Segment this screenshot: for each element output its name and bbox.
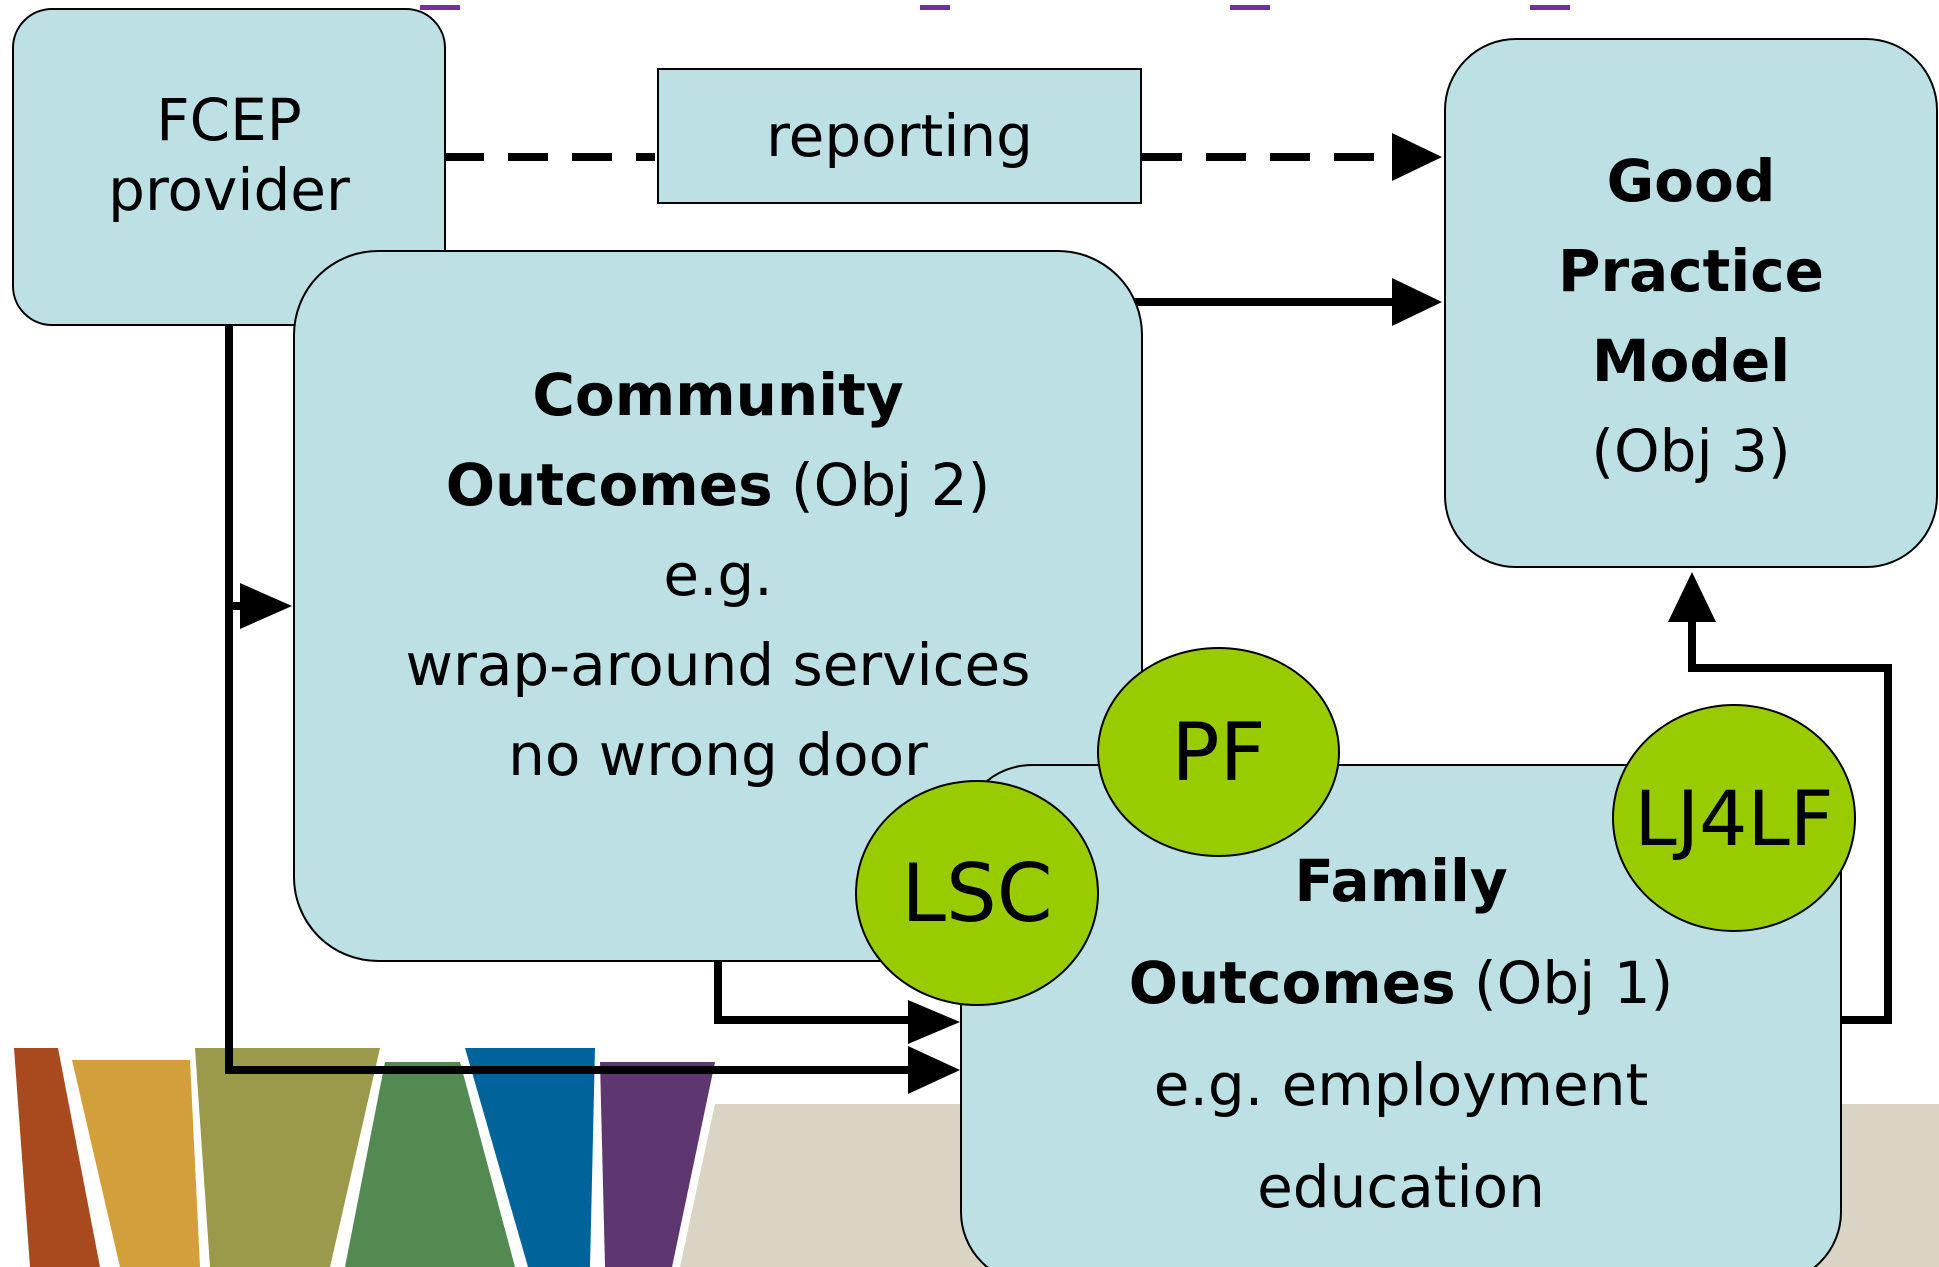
color-stripes-logo (14, 1048, 715, 1267)
family-outcomes-bold: Outcomes (1128, 949, 1456, 1017)
community-outcomes-eg: e.g. (663, 541, 773, 609)
family-outcomes-obj: (Obj 1) (1455, 949, 1674, 1017)
community-outcomes-example1: wrap-around services (405, 631, 1031, 699)
fcep-provider-line1: FCEP (156, 86, 302, 154)
good-practice-obj: (Obj 3) (1591, 417, 1791, 485)
community-outcomes-example2: no wrong door (508, 721, 928, 789)
fcep-provider-line2: provider (108, 156, 350, 224)
community-outcomes-bold: Outcomes (445, 451, 773, 519)
title-fragment (0, 0, 1939, 10)
reporting-arrowhead (1392, 133, 1442, 181)
family-outcomes-subtitle: Outcomes (Obj 1) (1129, 932, 1673, 1034)
good-practice-line2: Practice (1558, 237, 1824, 305)
family-outcomes-example1: e.g. employment (1153, 1051, 1649, 1119)
good-practice-line3: Model (1591, 327, 1791, 395)
arrowheads (240, 278, 1716, 1094)
good-practice-line1: Good (1606, 147, 1776, 215)
family-outcomes-title: Family (1294, 847, 1508, 915)
community-outcomes-subtitle: Outcomes (Obj 2) (446, 440, 990, 530)
pf-badge: PF (1097, 647, 1340, 857)
family-outcomes-example2: education (1257, 1153, 1545, 1221)
community-outcomes-title: Community (532, 361, 904, 429)
lsc-badge: LSC (855, 780, 1099, 1006)
reporting-label: reporting (766, 102, 1033, 170)
community-outcomes-obj: (Obj 2) (772, 451, 991, 519)
good-practice-model-box: Good Practice Model (Obj 3) (1444, 38, 1938, 568)
reporting-box: reporting (657, 68, 1142, 204)
lj4lf-badge: LJ4LF (1612, 704, 1856, 932)
